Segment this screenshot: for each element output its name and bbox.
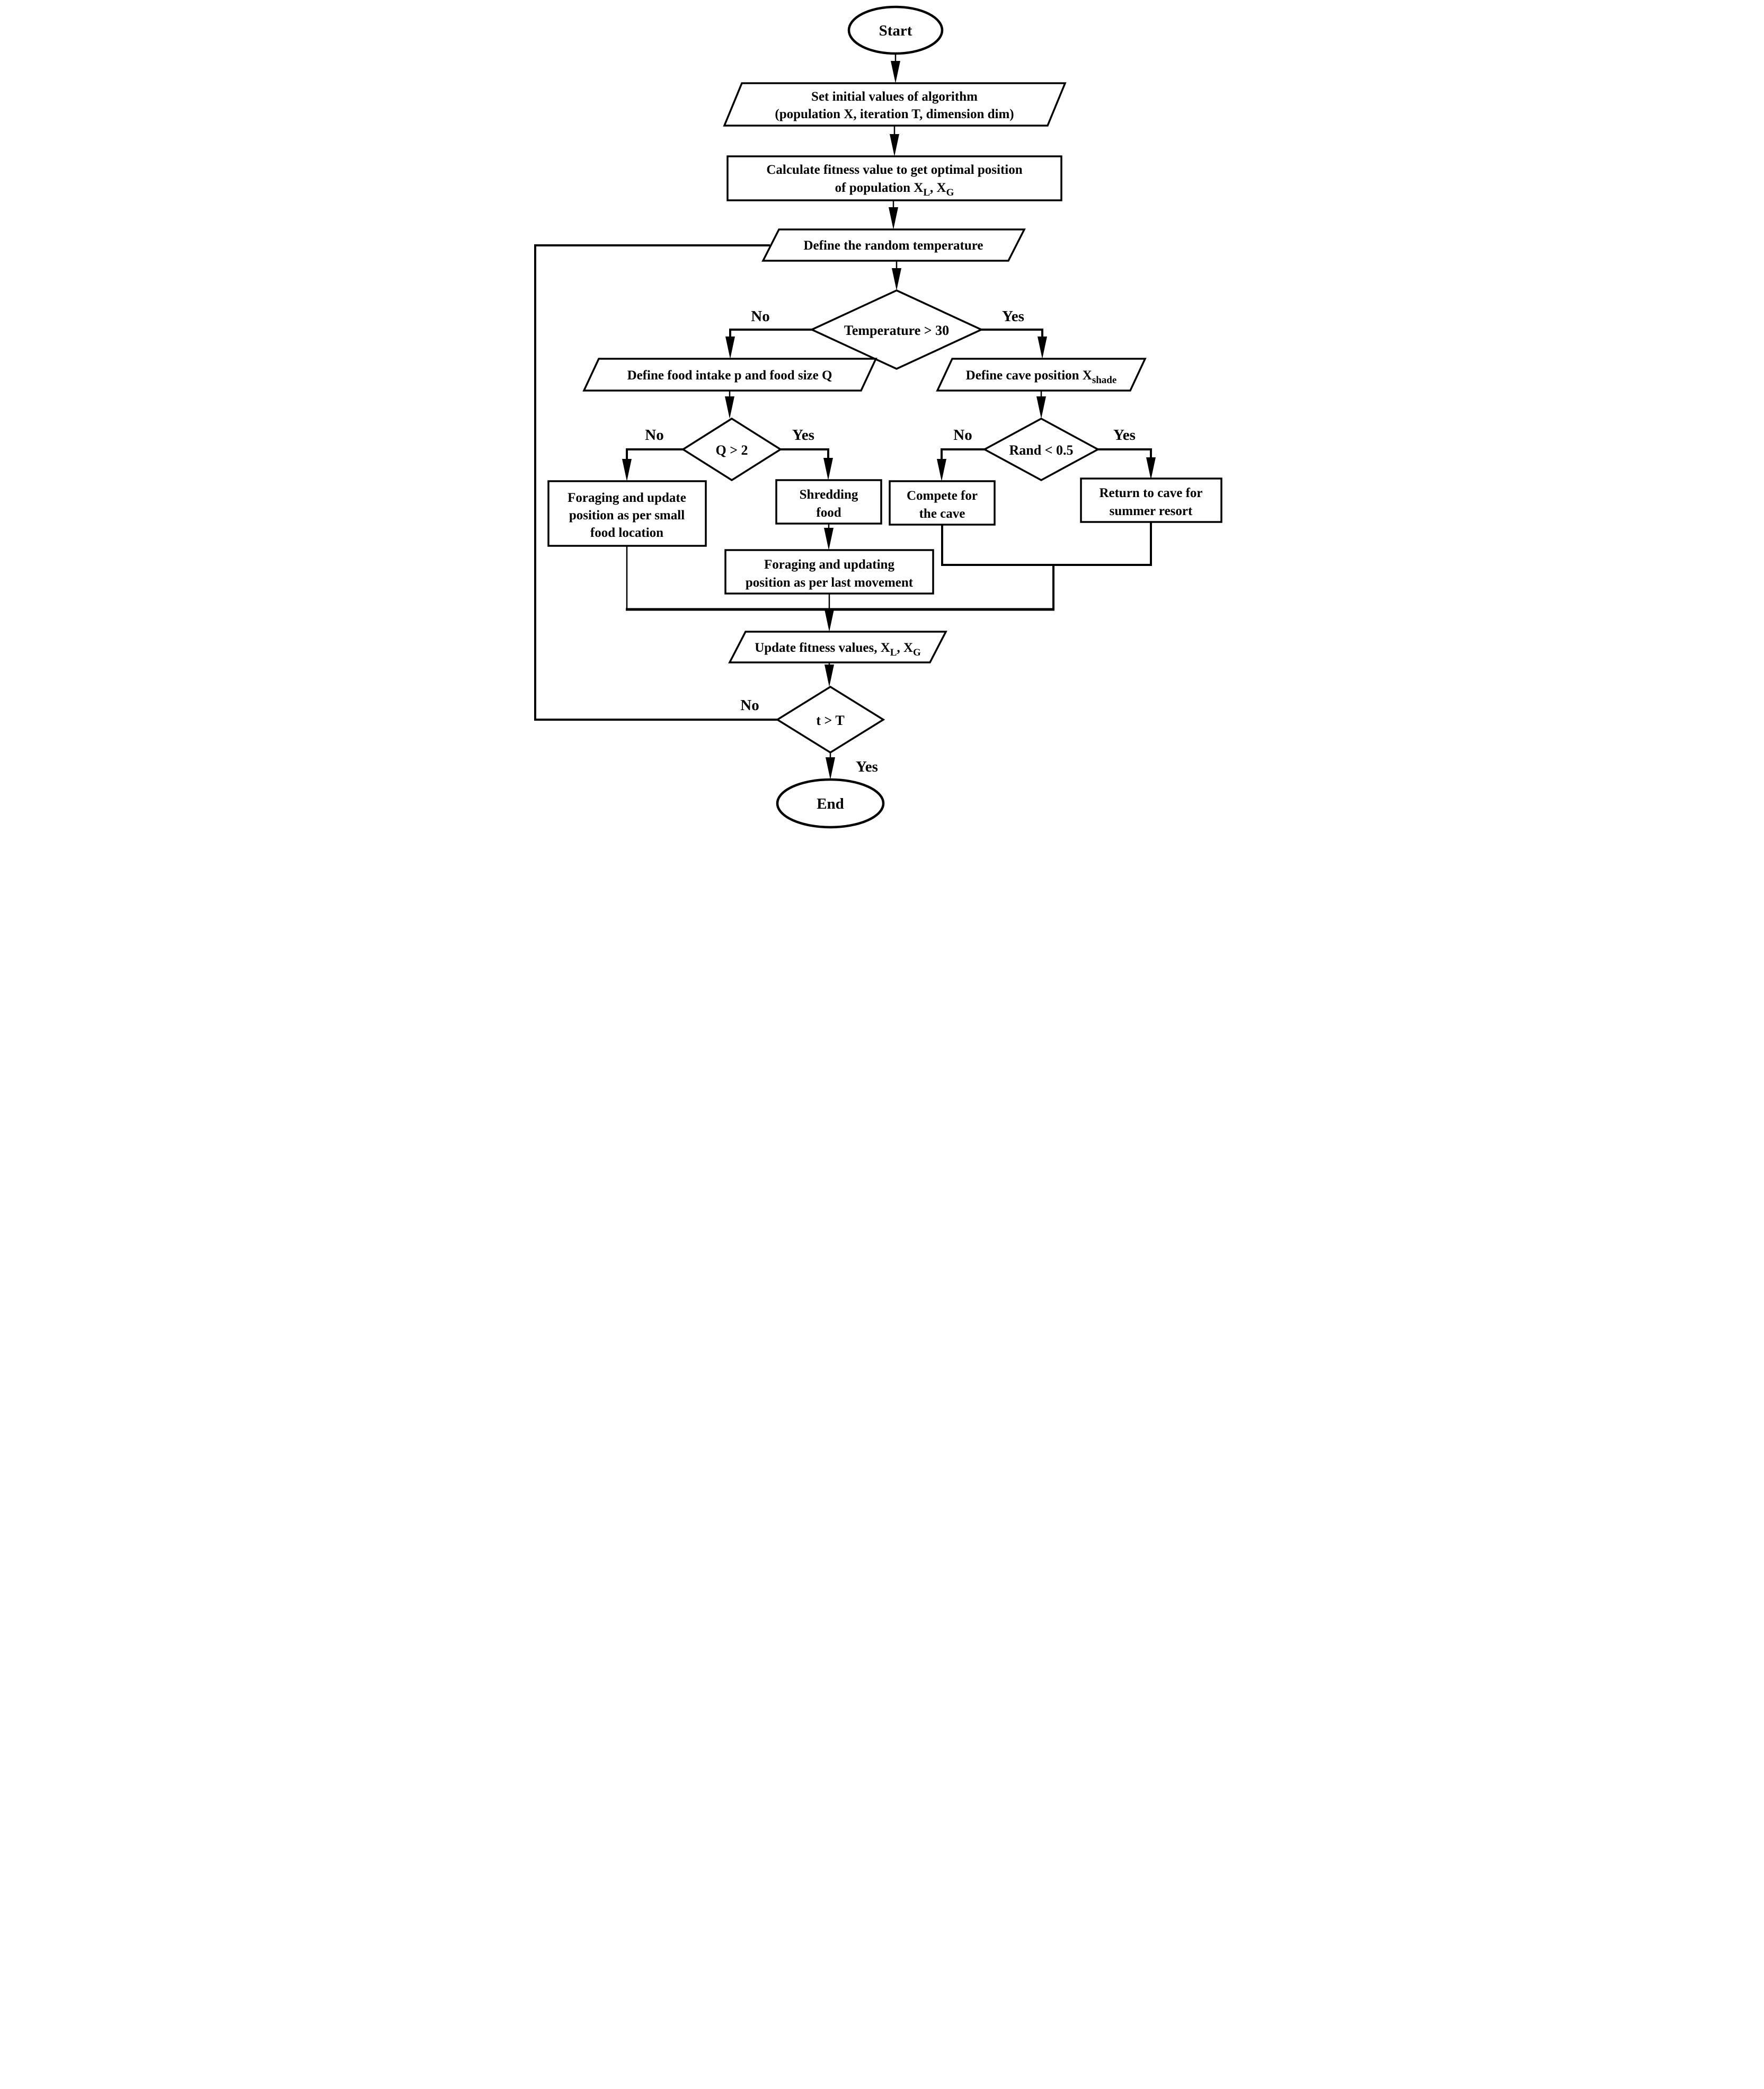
loopback-no-line <box>534 244 777 721</box>
rand-check-node: Rand < 0.5 <box>982 418 1100 481</box>
start-label: Start <box>879 22 912 39</box>
q-check-label: Q > 2 <box>715 442 748 458</box>
define-random-temperature-label: Define the random temperature <box>803 238 983 253</box>
calc-fitness-rect <box>726 155 1062 201</box>
arrowhead-rand-yes <box>1146 457 1156 480</box>
iteration-no-label: No <box>740 697 759 714</box>
foraging-last-rect <box>724 549 934 595</box>
branch-temperature-yes-line <box>981 329 1043 340</box>
arrowhead-temperature-no <box>725 337 735 359</box>
foraging-small-line2: position as per small <box>569 508 684 523</box>
shredding-food-line2: food <box>816 506 841 520</box>
compete-cave-rect <box>888 480 996 526</box>
compete-cave-node: Compete for the cave <box>888 480 996 526</box>
set-initial-line1: Set initial values of algorithm <box>811 90 978 104</box>
arrowhead-iter-yes <box>825 757 835 780</box>
branch-temperature-no-line <box>729 329 812 340</box>
calc-fitness-line2: of population XL, XG <box>835 181 954 198</box>
define-random-temperature-node: Define the random temperature <box>761 228 1026 262</box>
flowchart-page: Start Set initial values of algorithm (p… <box>527 0 1237 843</box>
arrowhead-q-yes <box>823 458 833 480</box>
branch-rand-no-line <box>940 448 985 462</box>
temperature-check-diamond <box>809 289 983 370</box>
return-cave-rect <box>1079 477 1222 523</box>
rand-yes-label: Yes <box>1113 427 1136 444</box>
q-no-label: No <box>645 427 663 444</box>
q-yes-label: Yes <box>792 427 814 444</box>
calc-fitness-node: Calculate fitness value to get optimal p… <box>726 155 1062 201</box>
arrowhead-temperature-yes <box>1037 337 1047 359</box>
return-cave-line1: Return to cave for <box>1099 486 1202 500</box>
define-food-parallelogram <box>582 358 877 392</box>
temperature-check-node: Temperature > 30 <box>809 289 983 370</box>
arrowhead-update-to-iter-check <box>824 665 834 687</box>
arrowhead-food-to-q-check <box>724 396 734 419</box>
arrowhead-rand-no <box>936 459 946 481</box>
compete-cave-line2: the cave <box>919 507 965 521</box>
arrowhead-init-to-fitness <box>889 134 899 156</box>
iteration-check-label: t > T <box>816 713 844 728</box>
define-food-label: Define food intake p and food size Q <box>627 368 832 383</box>
set-initial-node: Set initial values of algorithm (populat… <box>722 82 1067 127</box>
define-cave-label: Define cave position Xshade <box>965 368 1116 386</box>
branch-rand-yes-line <box>1097 448 1152 460</box>
foraging-last-line1: Foraging and updating <box>764 557 894 572</box>
foraging-small-line1: Foraging and update <box>568 491 686 505</box>
rand-check-label: Rand < 0.5 <box>1009 442 1073 458</box>
update-fitness-parallelogram <box>728 631 947 663</box>
arrowhead-q-no <box>622 459 632 481</box>
define-cave-node: Define cave position Xshade <box>935 358 1147 392</box>
q-check-node: Q > 2 <box>681 417 782 482</box>
end-node: End <box>776 778 884 829</box>
update-fitness-node: Update fitness values, XL, XG <box>728 631 947 663</box>
arrowhead-cave-to-rand-check <box>1036 396 1046 419</box>
foraging-last-line2: position as per last movement <box>745 576 913 590</box>
update-fitness-label: Update fitness values, XL, XG <box>755 641 921 658</box>
flowchart-canvas: Start Set initial values of algorithm (p… <box>527 0 1237 843</box>
temperature-no-label: No <box>751 308 769 325</box>
arrowhead-start-to-init <box>890 61 900 83</box>
set-initial-parallelogram <box>722 82 1067 127</box>
calc-fitness-line1: Calculate fitness value to get optimal p… <box>766 163 1022 177</box>
iteration-check-diamond <box>775 685 885 754</box>
shredding-food-rect <box>775 479 882 525</box>
foraging-last-node: Foraging and updating position as per la… <box>724 549 934 595</box>
start-ellipse <box>847 5 943 55</box>
define-food-node: Define food intake p and food size Q <box>582 358 877 392</box>
branch-q-yes-line <box>780 448 829 461</box>
set-initial-line2: (population X, iteration T, dimension di… <box>775 107 1014 121</box>
return-cave-line2: summer resort <box>1109 504 1192 518</box>
iteration-check-node: t > T <box>775 685 885 754</box>
define-cave-parallelogram <box>935 358 1147 392</box>
q-check-diamond <box>681 417 782 482</box>
define-random-temperature-parallelogram <box>761 228 1026 262</box>
shredding-food-line1: Shredding <box>799 488 858 502</box>
arrowhead-merge-to-update <box>824 609 834 632</box>
compete-cave-line1: Compete for <box>907 489 978 503</box>
connector-compete-return-join <box>941 522 1152 566</box>
start-node: Start <box>847 5 943 55</box>
arrowhead-temp-define-to-temp-check <box>891 268 901 290</box>
temperature-check-label: Temperature > 30 <box>844 323 949 338</box>
rand-no-label: No <box>953 427 972 444</box>
return-cave-node: Return to cave for summer resort <box>1079 477 1222 523</box>
arrowhead-shredding-to-foraging-last <box>823 528 834 550</box>
arrowhead-fitness-to-temp-define <box>888 207 898 229</box>
rand-check-diamond <box>982 418 1100 481</box>
temperature-yes-label: Yes <box>1002 308 1024 325</box>
foraging-small-line3: food location <box>590 526 663 540</box>
end-label: End <box>817 795 844 812</box>
iteration-yes-label: Yes <box>856 758 878 775</box>
end-ellipse <box>776 778 884 829</box>
foraging-small-node: Foraging and update position as per smal… <box>547 480 707 547</box>
shredding-food-node: Shredding food <box>775 479 882 525</box>
foraging-small-rect <box>547 480 707 547</box>
branch-q-no-line <box>625 448 683 462</box>
